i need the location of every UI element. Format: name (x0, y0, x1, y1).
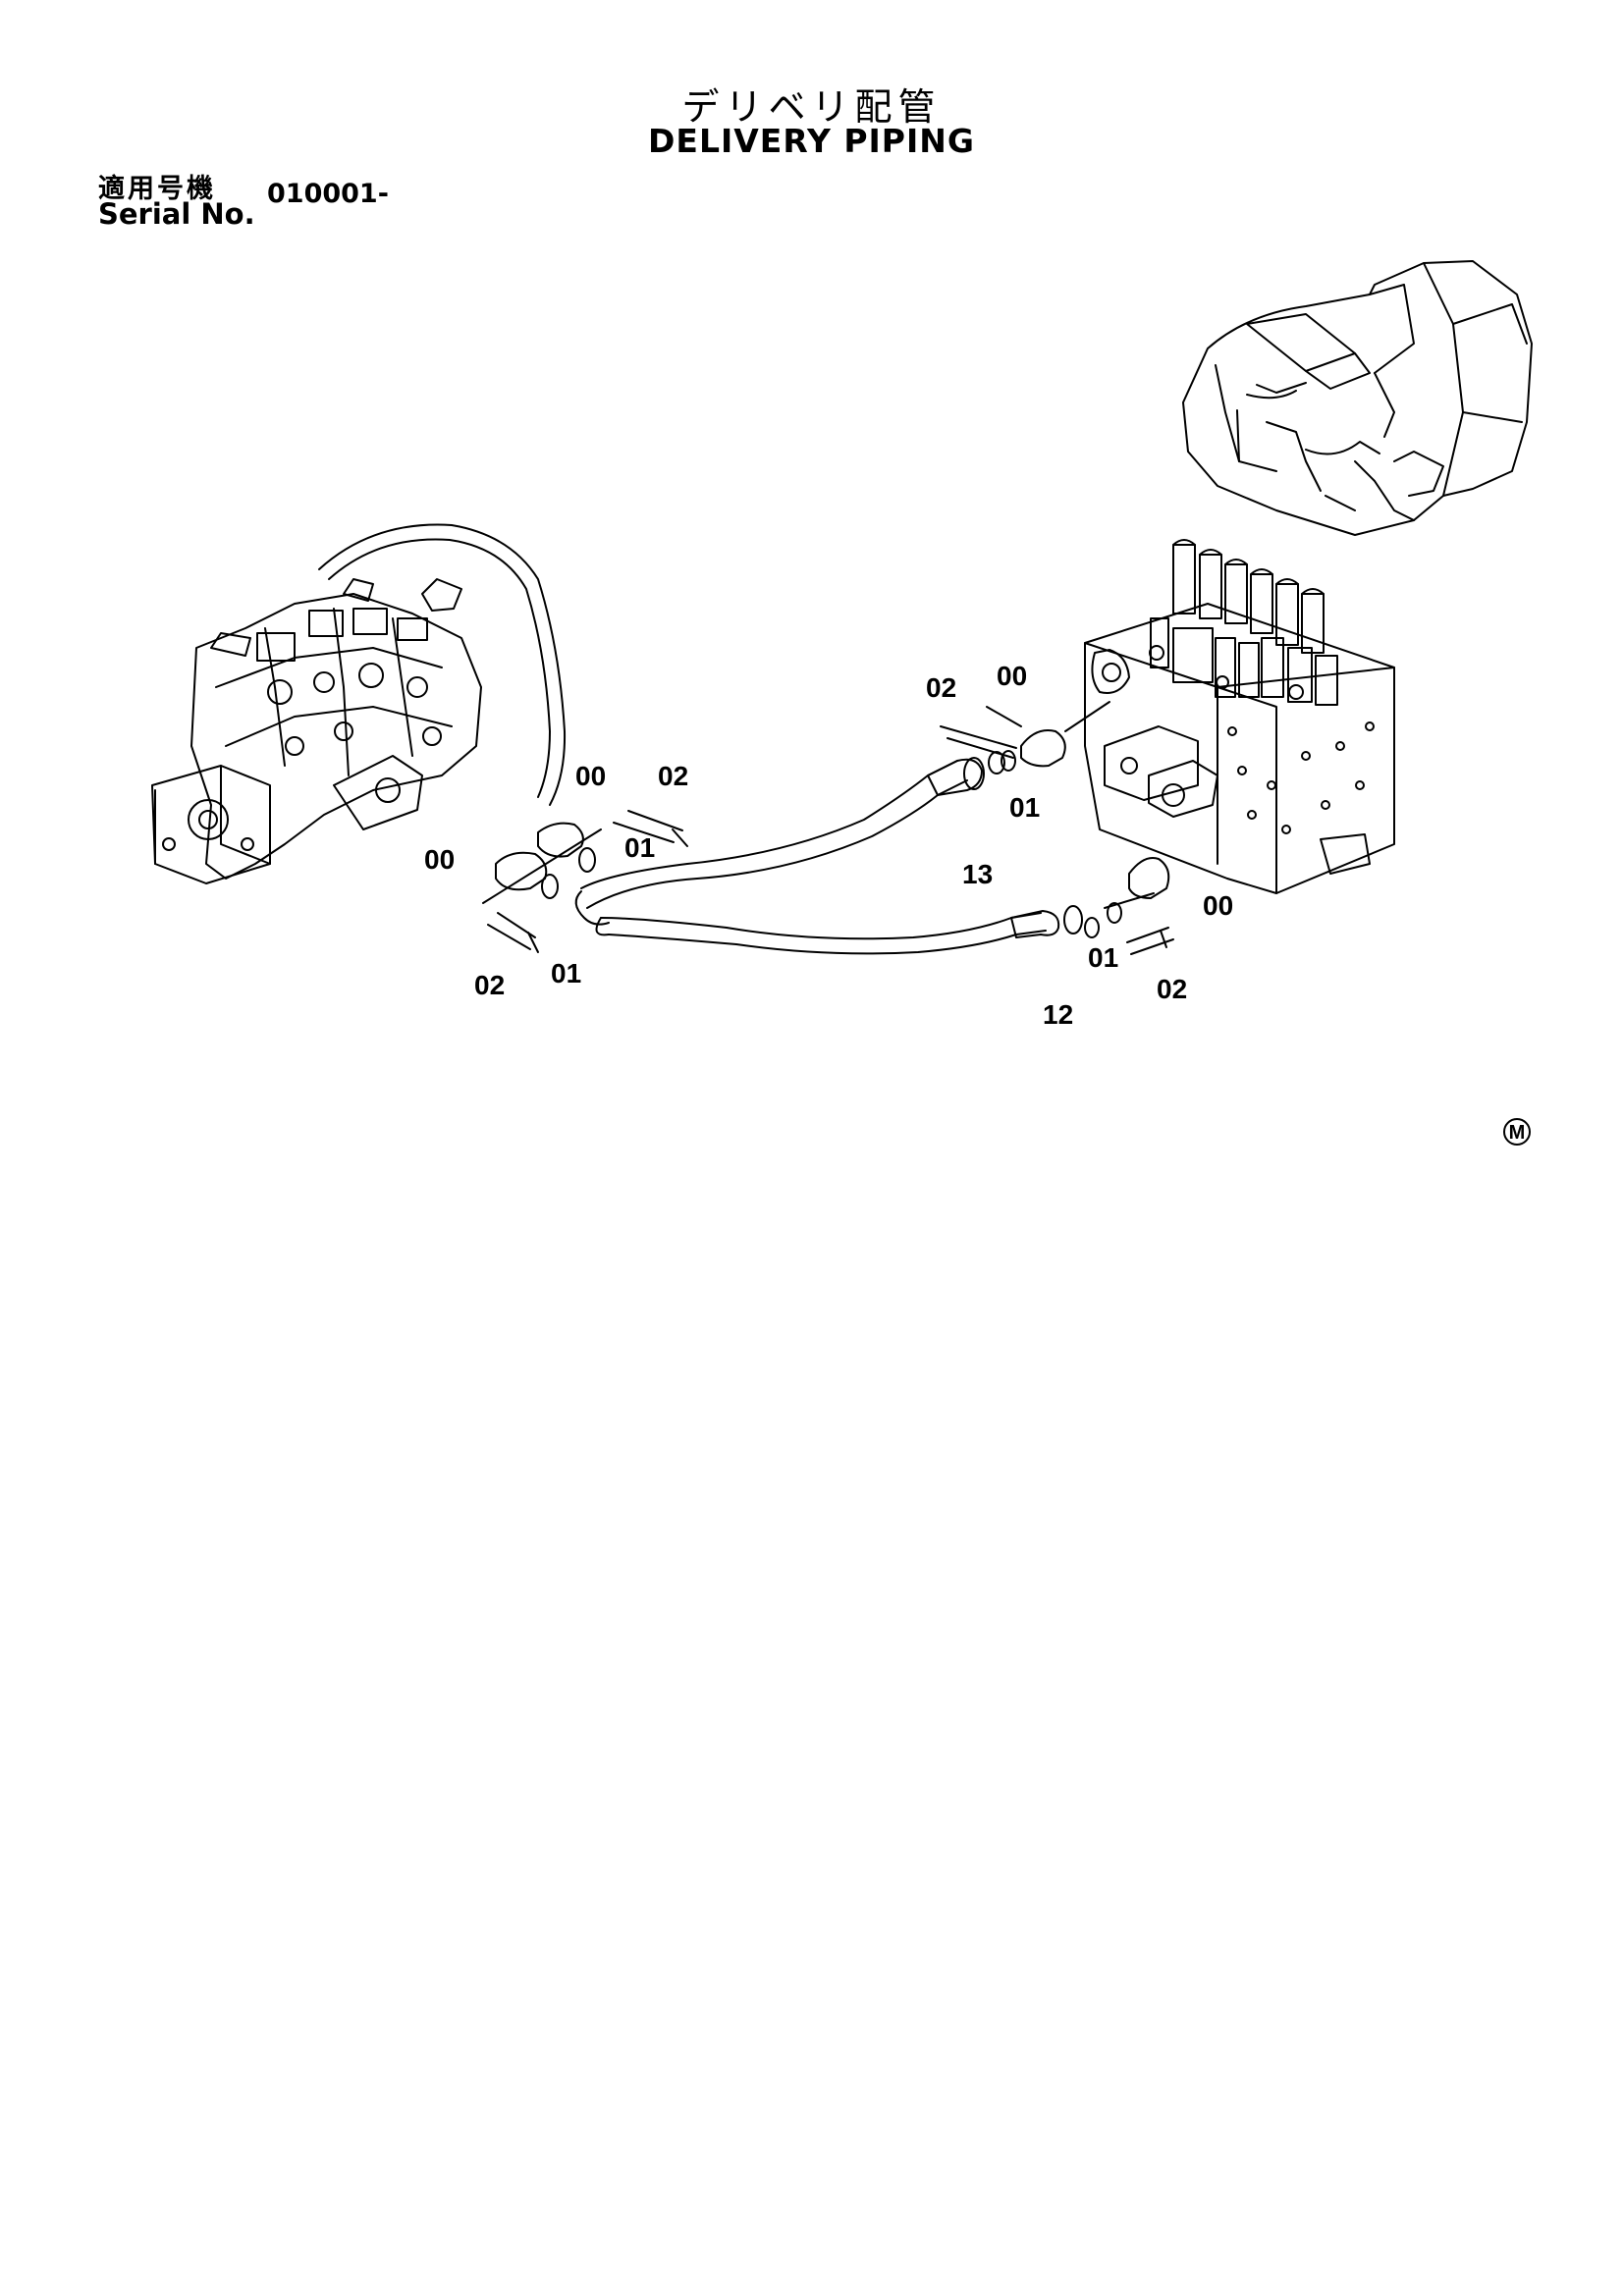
callout-label: 01 (1088, 942, 1118, 973)
circled-m-mark: M (1503, 1118, 1531, 1146)
control-valve-assembly (1084, 539, 1395, 894)
callout-label: 00 (575, 761, 606, 791)
mark-letter: M (1509, 1122, 1526, 1144)
hose-12 (574, 890, 1100, 955)
callout-label: 02 (926, 672, 956, 703)
callout-label: 02 (474, 970, 505, 1000)
hose-13 (580, 751, 1005, 909)
callout-labels: 02 00 01 13 00 02 00 01 02 01 00 01 02 1… (424, 661, 1233, 1030)
left-fittings (482, 810, 688, 953)
excavator-overview (1182, 260, 1533, 536)
serial-number: 010001- (267, 179, 389, 209)
title-japanese: デリベリ配管 (681, 85, 942, 129)
serial-label-english: Serial No. (98, 197, 255, 231)
callout-label: 01 (624, 832, 655, 863)
callout-label: 00 (997, 661, 1027, 691)
callout-label: 00 (424, 844, 455, 875)
serial-label-japanese: 適用号機 (98, 174, 216, 204)
callout-label: 13 (962, 859, 993, 889)
callout-label: 12 (1043, 999, 1073, 1030)
upper-right-fittings (940, 701, 1110, 772)
main-pump-assembly (151, 523, 567, 884)
callout-label: 02 (1157, 974, 1187, 1004)
callout-label: 01 (1009, 792, 1040, 823)
callout-label: 02 (658, 761, 688, 791)
callout-label: 01 (551, 958, 581, 988)
callout-label: 00 (1203, 890, 1233, 921)
title-english: DELIVERY PIPING (648, 122, 975, 160)
lower-right-fittings (1104, 857, 1174, 955)
